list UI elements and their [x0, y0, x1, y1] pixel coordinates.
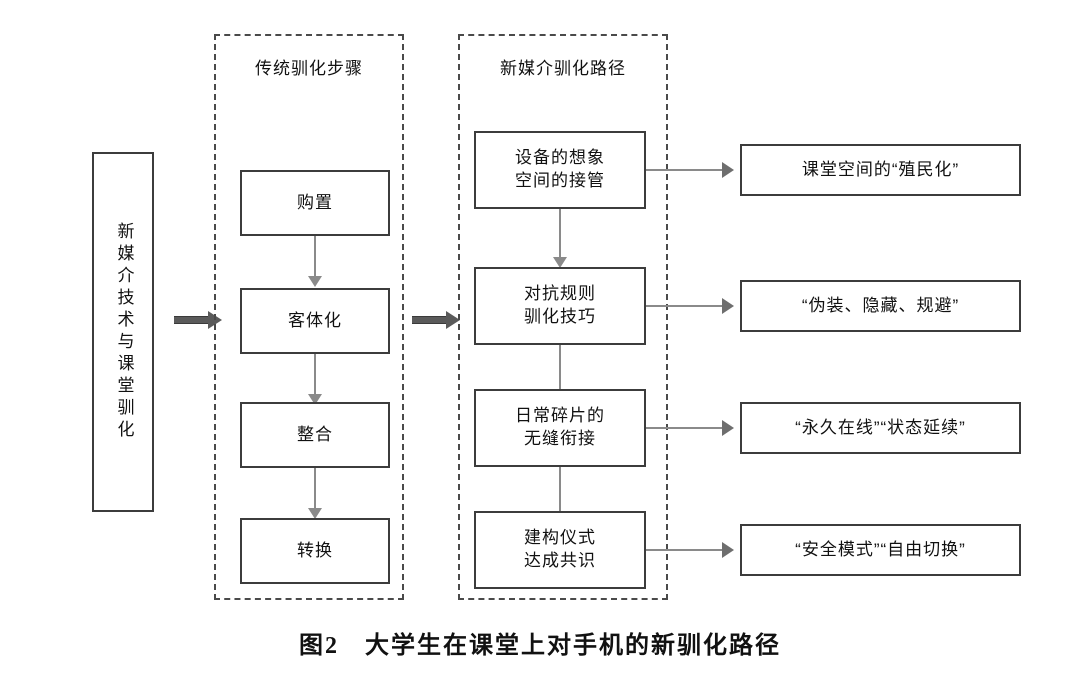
outcome-node-3-label: “永久在线”“状态延续”: [795, 417, 966, 437]
traditional-step-2-label: 客体化: [288, 310, 342, 330]
traditional-step-1: 购置: [240, 170, 390, 236]
new-media-path-3-label: 日常碎片的 无缝衔接: [515, 406, 605, 448]
source-node-new-media-and-classroom-domestication: 新媒介技术与课堂驯化: [92, 152, 154, 512]
group-new-media-domestication-paths: 新媒介驯化路径: [458, 34, 668, 600]
arrowhead-outcome-4: [722, 542, 734, 558]
group-traditional-title: 传统驯化步骤: [255, 59, 363, 78]
traditional-step-4: 转换: [240, 518, 390, 584]
connector-traditional-2-3: [314, 354, 316, 396]
connector-path-4-to-outcome-4: [646, 549, 724, 551]
connector-path-3-to-outcome-3: [646, 427, 724, 429]
outcome-node-4: “安全模式”“自由切换”: [740, 524, 1021, 576]
new-media-path-2-label: 对抗规则 驯化技巧: [524, 284, 596, 326]
group-traditional-domestication-steps: 传统驯化步骤: [214, 34, 404, 600]
group-new-media-title: 新媒介驯化路径: [500, 59, 626, 78]
arrowhead-outcome-1: [722, 162, 734, 178]
connector-path-2-3: [559, 345, 561, 395]
arrowhead-path-1-2: [553, 257, 567, 268]
traditional-step-4-label: 转换: [297, 540, 333, 560]
arrowhead-outcome-3: [722, 420, 734, 436]
connector-path-1-to-outcome-1: [646, 169, 724, 171]
outcome-node-3: “永久在线”“状态延续”: [740, 402, 1021, 454]
traditional-step-2: 客体化: [240, 288, 390, 354]
traditional-step-3-label: 整合: [297, 424, 333, 444]
outcome-node-4-label: “安全模式”“自由切换”: [795, 539, 966, 559]
arrowhead-traditional-1-2: [308, 276, 322, 287]
new-media-path-2: 对抗规则 驯化技巧: [474, 267, 646, 345]
new-media-path-4: 建构仪式 达成共识: [474, 511, 646, 589]
arrowhead-traditional-3-4: [308, 508, 322, 519]
outcome-node-1: 课堂空间的“殖民化”: [740, 144, 1021, 196]
new-media-path-3: 日常碎片的 无缝衔接: [474, 389, 646, 467]
connector-path-2-to-outcome-2: [646, 305, 724, 307]
connector-traditional-3-4: [314, 468, 316, 510]
arrowhead-traditional-2-3: [308, 394, 322, 405]
new-media-path-1-label: 设备的想象 空间的接管: [515, 148, 605, 190]
traditional-step-3: 整合: [240, 402, 390, 468]
new-media-path-4-label: 建构仪式 达成共识: [524, 528, 596, 570]
new-media-path-1: 设备的想象 空间的接管: [474, 131, 646, 209]
connector-path-3-4: [559, 467, 561, 517]
arrowhead-outcome-2: [722, 298, 734, 314]
block-arrow-traditional-to-new-media: [412, 311, 460, 329]
outcome-node-2: “伪装、隐藏、规避”: [740, 280, 1021, 332]
traditional-step-1-label: 购置: [297, 192, 333, 212]
outcome-node-1-label: 课堂空间的“殖民化”: [801, 159, 960, 179]
figure-caption: 图2 大学生在课堂上对手机的新驯化路径: [299, 633, 781, 659]
connector-traditional-1-2: [314, 236, 316, 278]
connector-path-1-2: [559, 209, 561, 259]
outcome-node-2-label: “伪装、隐藏、规避”: [801, 295, 960, 315]
source-node-label: 新媒介技术与课堂驯化: [114, 222, 134, 442]
